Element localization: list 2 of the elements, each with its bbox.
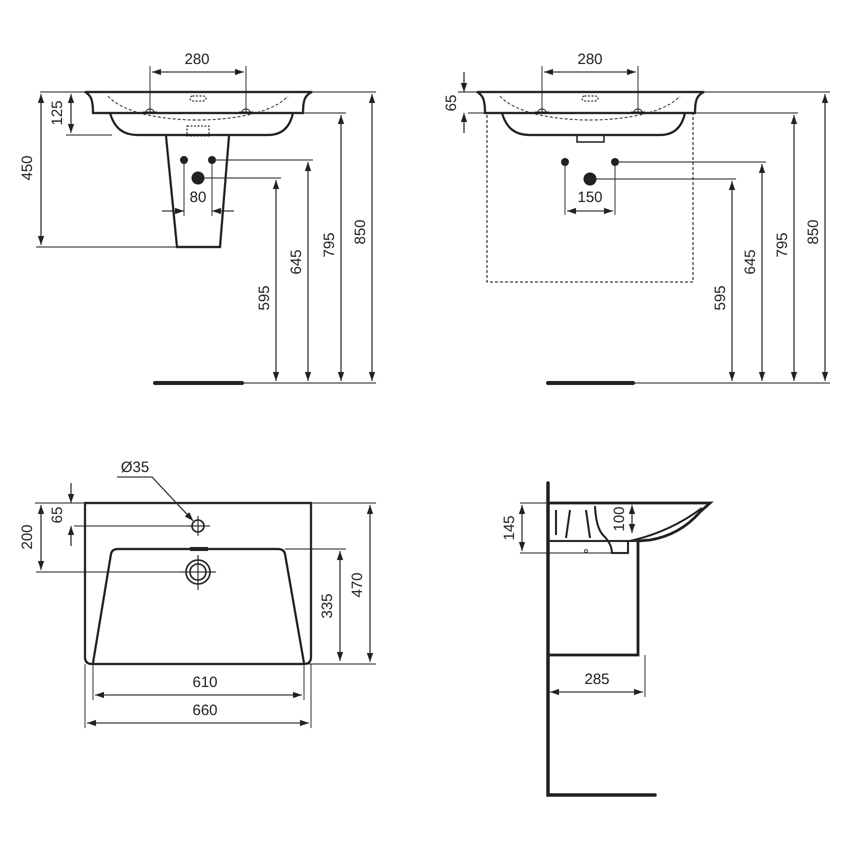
leader-line	[117, 476, 194, 522]
tap-hole	[191, 519, 205, 533]
